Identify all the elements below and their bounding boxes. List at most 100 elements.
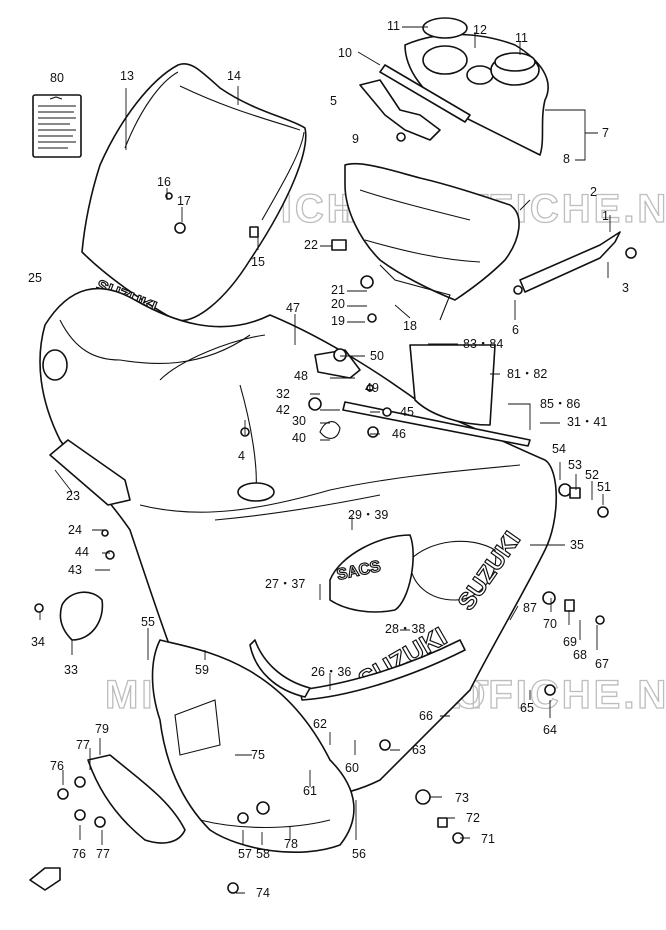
callout-34: 34	[31, 635, 45, 649]
callout-15: 15	[251, 255, 265, 269]
callout-42: 42	[276, 403, 290, 417]
callout-80: 80	[50, 71, 64, 85]
callout-71: 71	[481, 832, 495, 846]
callout-62: 62	[313, 717, 327, 731]
callout-54: 54	[552, 442, 566, 456]
callout-8: 8	[563, 152, 570, 166]
callout-70: 70	[543, 617, 557, 631]
callout-56: 56	[352, 847, 366, 861]
callout-87: 87	[523, 601, 537, 615]
callout-20: 20	[331, 297, 345, 311]
callout-32: 32	[276, 387, 290, 401]
air-duct	[49, 439, 131, 506]
callout-55: 55	[141, 615, 155, 629]
callout-79: 79	[95, 722, 109, 736]
fwd-arrow-icon: FWD	[29, 867, 61, 891]
callout-77a: 77	[76, 738, 90, 752]
callout-60: 60	[345, 761, 359, 775]
stay	[519, 231, 621, 293]
callout-19: 19	[331, 314, 345, 328]
callout-52: 52	[585, 468, 599, 482]
callout-33: 33	[64, 663, 78, 677]
callout-74: 74	[256, 886, 270, 900]
label-sticker	[32, 94, 82, 158]
upper-fairing	[39, 287, 557, 798]
fairing-frame	[344, 162, 520, 321]
stripe-piece-lower	[249, 639, 311, 698]
callout-2939: 29・39	[348, 508, 388, 522]
lower-side-panel	[87, 754, 186, 844]
callout-17: 17	[177, 194, 191, 208]
callout-24: 24	[68, 523, 82, 537]
callout-13: 13	[120, 69, 134, 83]
callout-57: 57	[238, 847, 252, 861]
windscreen: SUZUKI	[81, 63, 307, 322]
callout-11b: 11	[515, 31, 528, 45]
callout-7: 7	[602, 126, 609, 140]
callout-8182: 81・82	[507, 367, 547, 381]
callout-66: 66	[419, 709, 433, 723]
callout-65: 65	[520, 701, 534, 715]
callout-9: 9	[352, 132, 359, 146]
callout-78: 78	[284, 837, 298, 851]
side-decal: SACS	[329, 534, 414, 613]
callout-48: 48	[294, 369, 308, 383]
callout-69: 69	[563, 635, 577, 649]
callout-1: 1	[602, 209, 609, 223]
callout-2636: 26・36	[311, 665, 351, 679]
callout-3: 3	[622, 281, 629, 295]
callout-23: 23	[66, 489, 80, 503]
callout-46: 46	[392, 427, 406, 441]
callout-45: 45	[400, 405, 414, 419]
grommet-40	[319, 421, 341, 439]
inner-panel	[409, 344, 496, 426]
callout-12: 12	[473, 23, 487, 37]
callout-8384: 83・84	[463, 337, 503, 351]
callout-11a: 11	[387, 19, 400, 33]
brace-strip	[379, 64, 471, 123]
callout-14: 14	[227, 69, 241, 83]
callout-61: 61	[303, 784, 317, 798]
callout-35: 35	[570, 538, 584, 552]
callout-68: 68	[573, 648, 587, 662]
callout-49: 49	[365, 381, 379, 395]
fwd-label: FWD	[36, 876, 54, 885]
inner-cover	[59, 591, 104, 641]
callout-18: 18	[403, 319, 417, 333]
callout-22: 22	[304, 238, 318, 252]
callout-16: 16	[157, 175, 171, 189]
meter-cover	[404, 17, 549, 156]
leader-lines	[39, 26, 611, 894]
callout-2: 2	[590, 185, 597, 199]
callout-2838: 28・38	[385, 622, 425, 636]
callout-5: 5	[330, 94, 337, 108]
callout-67: 67	[595, 657, 609, 671]
callout-51: 51	[597, 480, 611, 494]
callout-43: 43	[68, 563, 82, 577]
callout-8586: 85・86	[540, 397, 580, 411]
callout-58: 58	[256, 847, 270, 861]
meter-bracket	[359, 79, 441, 141]
callout-64: 64	[543, 723, 557, 737]
callout-44: 44	[75, 545, 89, 559]
callout-59: 59	[195, 663, 209, 677]
callout-63: 63	[412, 743, 426, 757]
stripe-piece	[299, 639, 466, 701]
callout-10: 10	[338, 46, 352, 60]
callout-6: 6	[512, 323, 519, 337]
under-cowl	[151, 639, 355, 854]
callout-30: 30	[292, 414, 306, 428]
callout-40: 40	[292, 431, 306, 445]
callout-75: 75	[251, 748, 265, 762]
callout-72: 72	[466, 811, 480, 825]
callout-4: 4	[238, 449, 245, 463]
callout-76b: 76	[72, 847, 86, 861]
callout-50: 50	[370, 349, 384, 363]
callout-77b: 77	[96, 847, 110, 861]
callout-2737: 27・37	[265, 577, 305, 591]
callout-3141: 31・41	[567, 415, 607, 429]
callout-76a: 76	[50, 759, 64, 773]
